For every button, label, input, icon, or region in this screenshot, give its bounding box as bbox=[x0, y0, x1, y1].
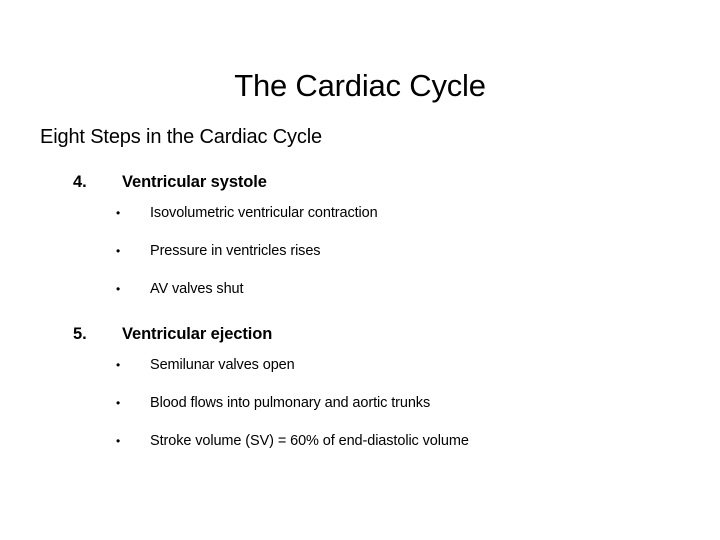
step-item: 5. Ventricular ejection bbox=[40, 322, 680, 346]
list-item: • Pressure in ventricles rises bbox=[40, 240, 680, 262]
step-number: 4. bbox=[73, 173, 87, 191]
bullet-icon: • bbox=[116, 244, 121, 258]
list-item-label: Pressure in ventricles rises bbox=[150, 243, 321, 259]
bullet-icon: • bbox=[116, 282, 121, 296]
list-item: • Stroke volume (SV) = 60% of end-diasto… bbox=[40, 430, 680, 452]
section-spacer bbox=[40, 300, 680, 322]
list-item-label: Isovolumetric ventricular contraction bbox=[150, 205, 378, 221]
step-points-list: • Isovolumetric ventricular contraction … bbox=[40, 202, 680, 300]
step-item: 4. Ventricular systole bbox=[40, 170, 680, 194]
bullet-icon: • bbox=[116, 434, 121, 448]
list-item: • AV valves shut bbox=[40, 278, 680, 300]
list-item: • Isovolumetric ventricular contraction bbox=[40, 202, 680, 224]
bullet-icon: • bbox=[116, 358, 121, 372]
bullet-icon: • bbox=[116, 206, 121, 220]
bullet-icon: • bbox=[116, 396, 121, 410]
list-item: • Semilunar valves open bbox=[40, 354, 680, 376]
list-item-label: AV valves shut bbox=[150, 281, 244, 297]
slide-subtitle: Eight Steps in the Cardiac Cycle bbox=[40, 126, 323, 148]
list-item-label: Stroke volume (SV) = 60% of end-diastoli… bbox=[150, 433, 469, 449]
step-number: 5. bbox=[73, 325, 87, 343]
list-item: • Blood flows into pulmonary and aortic … bbox=[40, 392, 680, 414]
list-item-label: Semilunar valves open bbox=[150, 357, 295, 373]
list-item-label: Blood flows into pulmonary and aortic tr… bbox=[150, 395, 431, 411]
step-title: Ventricular ejection bbox=[122, 325, 273, 343]
slide-body: Eight Steps in the Cardiac Cycle 4. Vent… bbox=[40, 124, 680, 452]
slide-title: The Cardiac Cycle bbox=[234, 67, 486, 103]
step-title: Ventricular systole bbox=[122, 173, 267, 191]
step-points-list: • Semilunar valves open • Blood flows in… bbox=[40, 354, 680, 452]
